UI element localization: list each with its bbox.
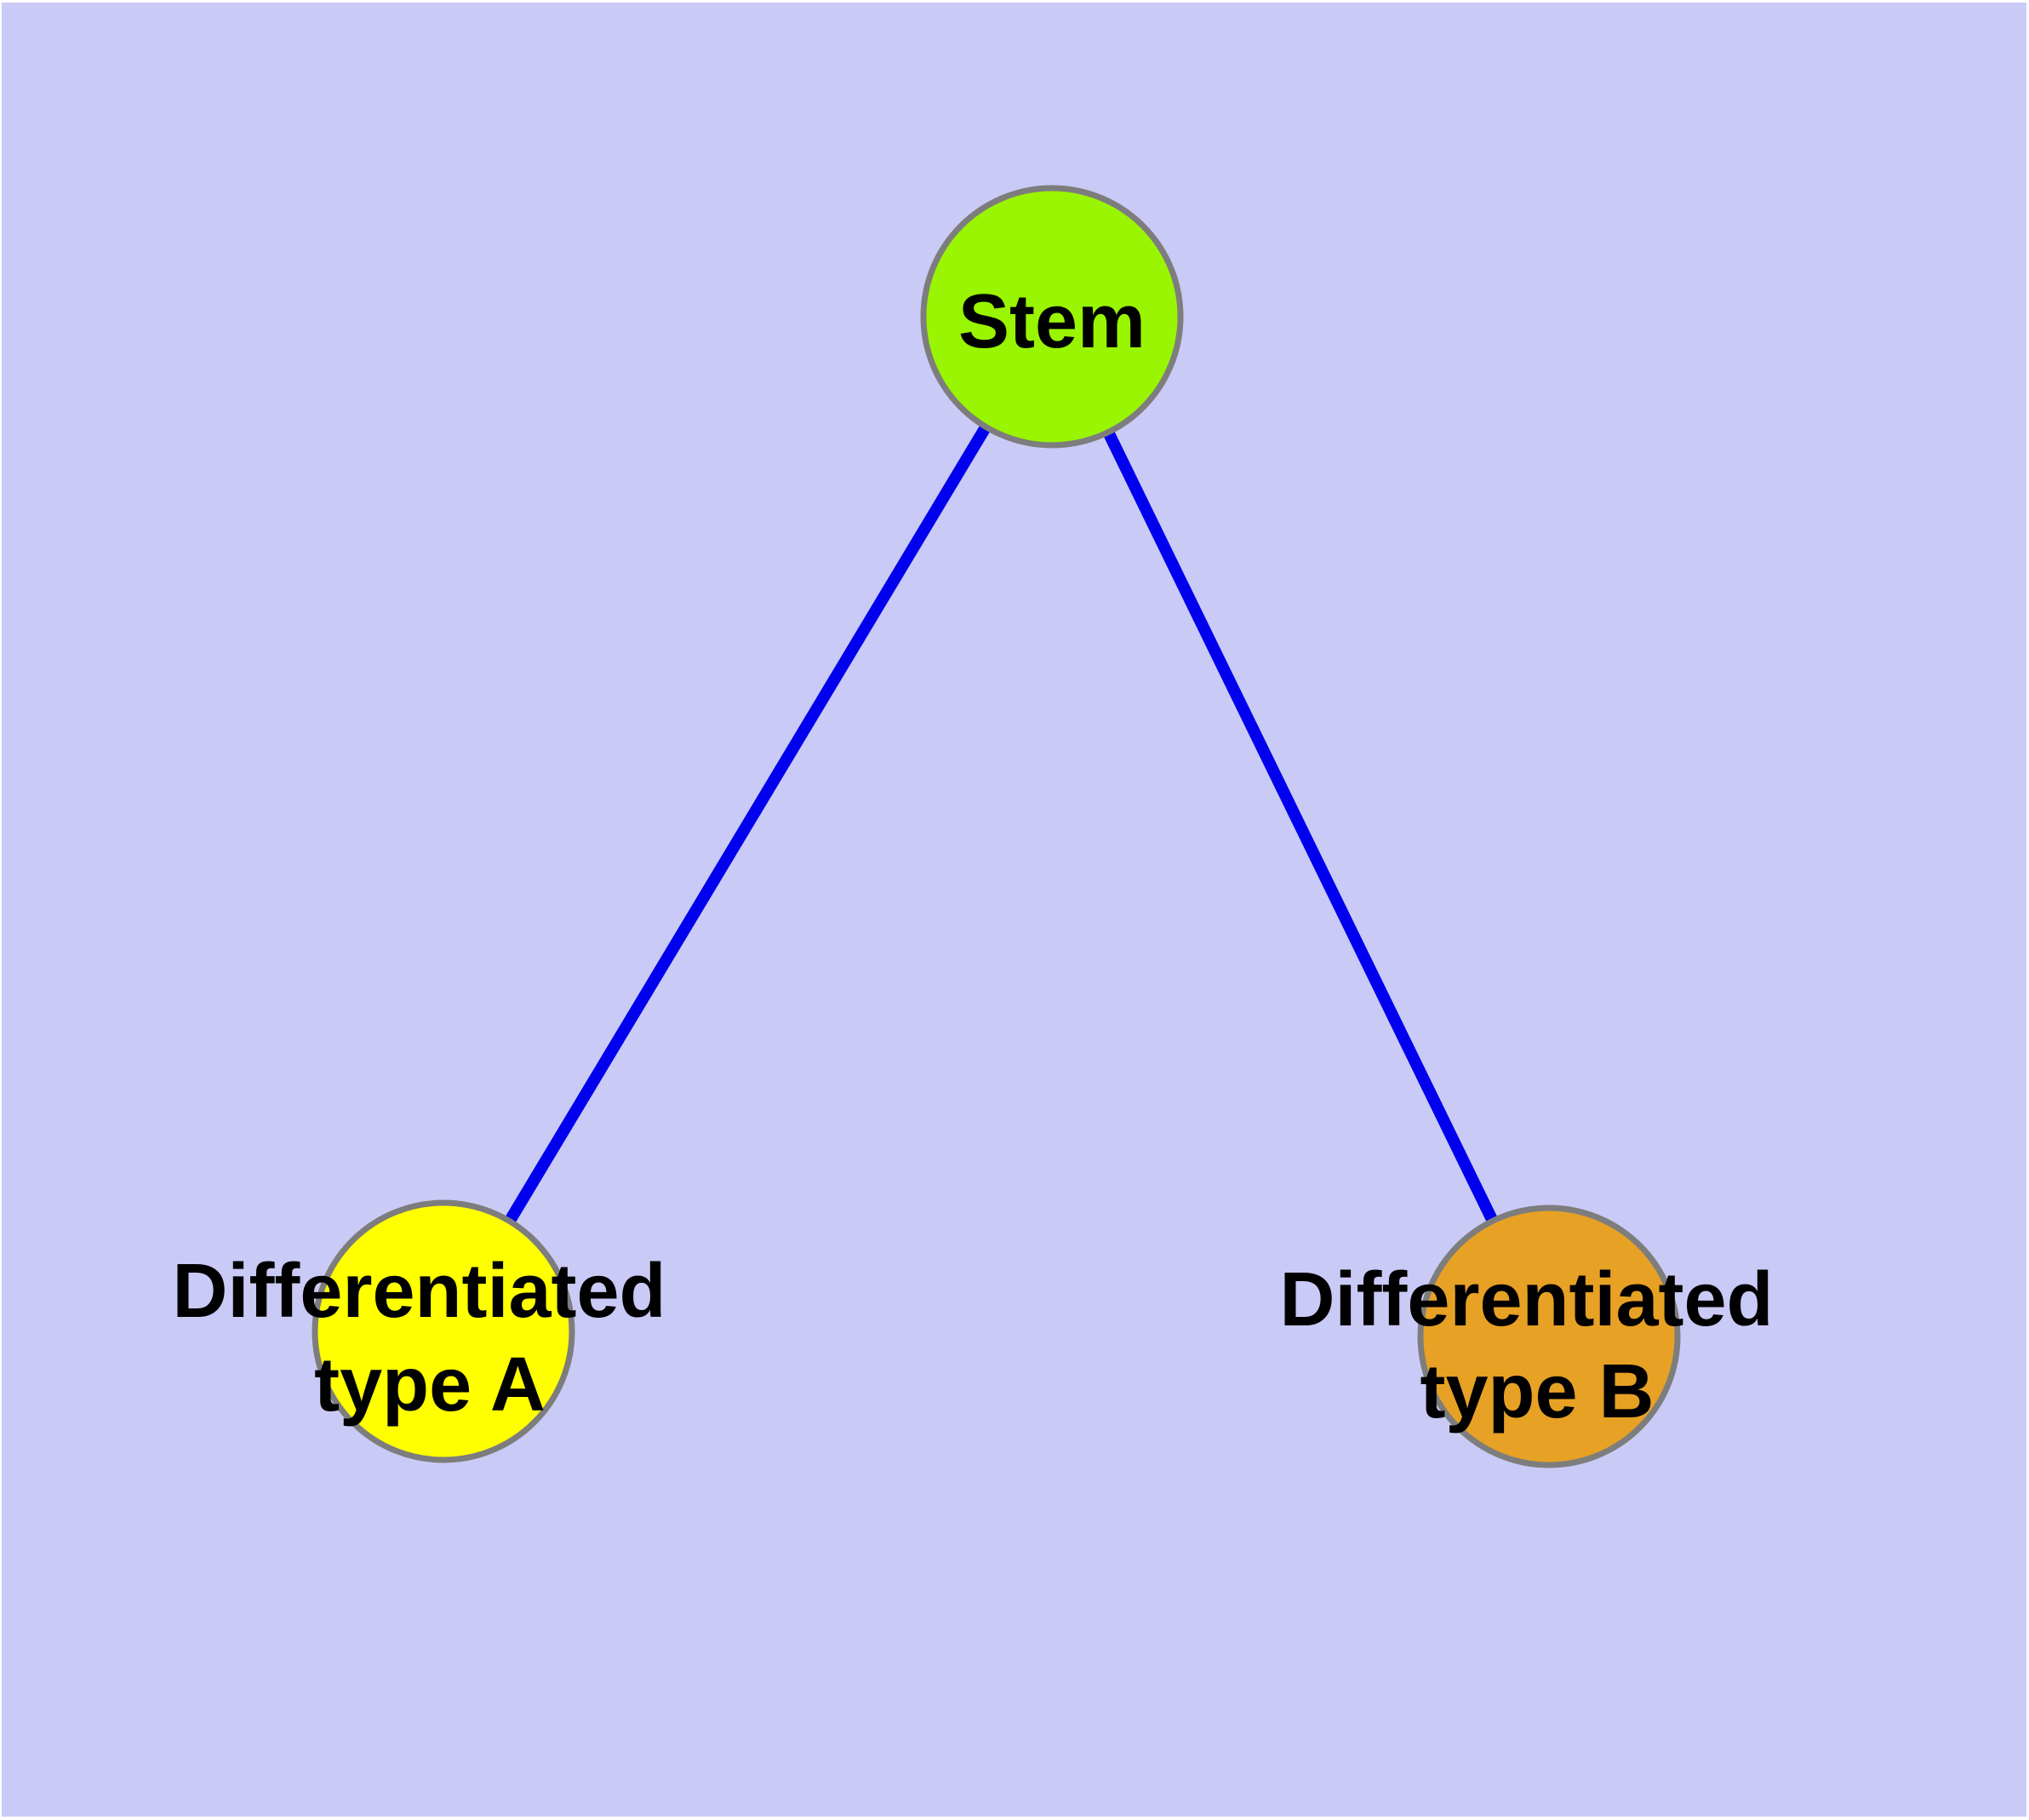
node-type-a-label: Differentiated type A bbox=[172, 1249, 687, 1428]
label-group: Stem Differentiated type A Differentiate… bbox=[172, 279, 1794, 1434]
node-stem-circle bbox=[920, 185, 1184, 449]
node-type-a-label-line-1: Differentiated bbox=[172, 1249, 666, 1334]
node-type-b-label-line-2: type B bbox=[1420, 1349, 1654, 1434]
edge-stem-to-type-a bbox=[437, 313, 1058, 1335]
node-type-b-label-line-1: Differentiated bbox=[1279, 1257, 1773, 1342]
node-group bbox=[311, 185, 1681, 1468]
node-type-a-label-line-2: type A bbox=[314, 1342, 546, 1428]
edge-group bbox=[437, 313, 1555, 1340]
node-type-b-circle bbox=[1417, 1205, 1681, 1468]
node-type-a-circle bbox=[311, 1199, 575, 1463]
node-type-b-label: Differentiated type B bbox=[1279, 1257, 1794, 1434]
node-stem-label: Stem bbox=[958, 279, 1146, 364]
edge-stem-to-type-b bbox=[1046, 313, 1555, 1340]
